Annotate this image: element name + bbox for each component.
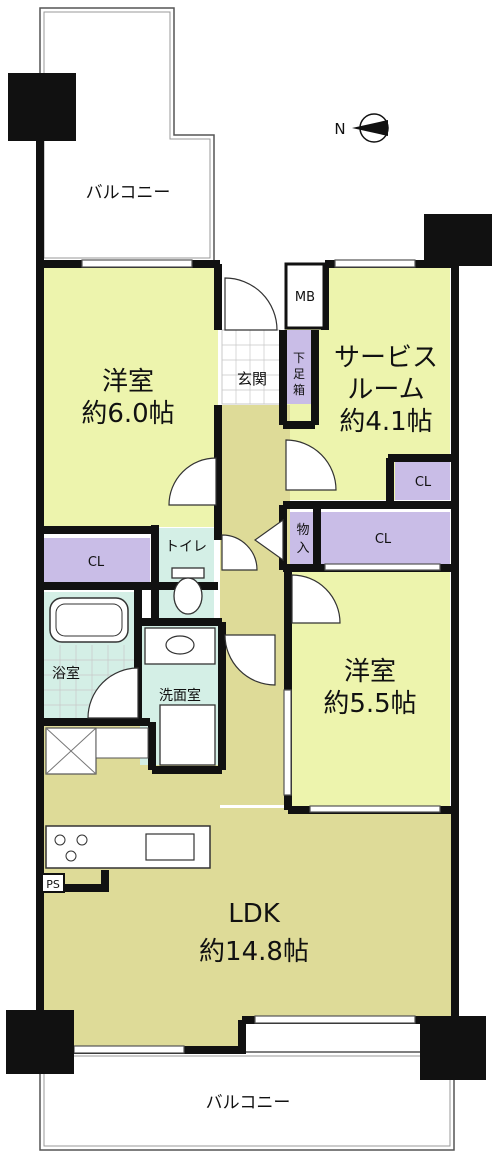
- washroom-label: 洗面室: [159, 687, 201, 704]
- service-room-name-2: ルーム: [347, 375, 424, 405]
- closet-center-label: CL: [375, 532, 392, 547]
- doors: [87, 277, 341, 719]
- columns: [6, 73, 492, 1080]
- ldk-size: 約14.8帖: [199, 937, 309, 967]
- balcony-top: バルコニー: [39, 7, 215, 263]
- closet-service-label: CL: [415, 475, 432, 490]
- genkan-floor: [221, 329, 281, 405]
- windows: [73, 259, 441, 1054]
- closet-service: [395, 460, 450, 500]
- labels: 洋室 約6.0帖 サービス ルーム 約4.1帖 洋室 約5.5帖 LDK 約14…: [46, 290, 438, 967]
- closet-west-label: CL: [88, 555, 105, 570]
- genkan-label: 玄関: [237, 370, 267, 388]
- mb-label: MB: [295, 290, 315, 305]
- balcony-top-label: バルコニー: [86, 183, 171, 203]
- service-room-name-1: サービス: [334, 343, 438, 373]
- bathroom-label: 浴室: [52, 665, 80, 682]
- closet-west: [42, 538, 150, 582]
- western-room-1-name: 洋室: [102, 367, 154, 397]
- storage-closet: [290, 512, 316, 564]
- ldk-name: LDK: [228, 899, 281, 929]
- service-room-size: 約4.1帖: [339, 407, 432, 437]
- shoe-box-label-1: 下: [293, 351, 305, 365]
- western-room-1-size: 約6.0帖: [81, 399, 174, 429]
- north-label: N: [334, 120, 345, 138]
- western-room-2-name: 洋室: [344, 657, 396, 687]
- shoe-box: [285, 330, 313, 404]
- storage-label-1: 物: [296, 523, 309, 538]
- ldk-floor: [40, 725, 452, 1050]
- balcony-bottom: バルコニー: [39, 1051, 455, 1151]
- compass-needle-icon: [352, 120, 388, 136]
- closet-center: [318, 512, 450, 564]
- shoe-box-label-2: 足: [293, 367, 305, 381]
- shoe-box-label-3: 箱: [293, 382, 305, 397]
- western-room-2-size: 約5.5帖: [323, 689, 416, 719]
- toilet-label: トイレ: [165, 539, 207, 555]
- pipe-space-label: PS: [46, 878, 60, 891]
- balcony-bottom-label: バルコニー: [206, 1093, 291, 1113]
- fixtures: [41, 567, 216, 893]
- storage-label-2: 入: [296, 541, 309, 556]
- compass: N: [334, 113, 389, 143]
- corridor: [220, 405, 290, 805]
